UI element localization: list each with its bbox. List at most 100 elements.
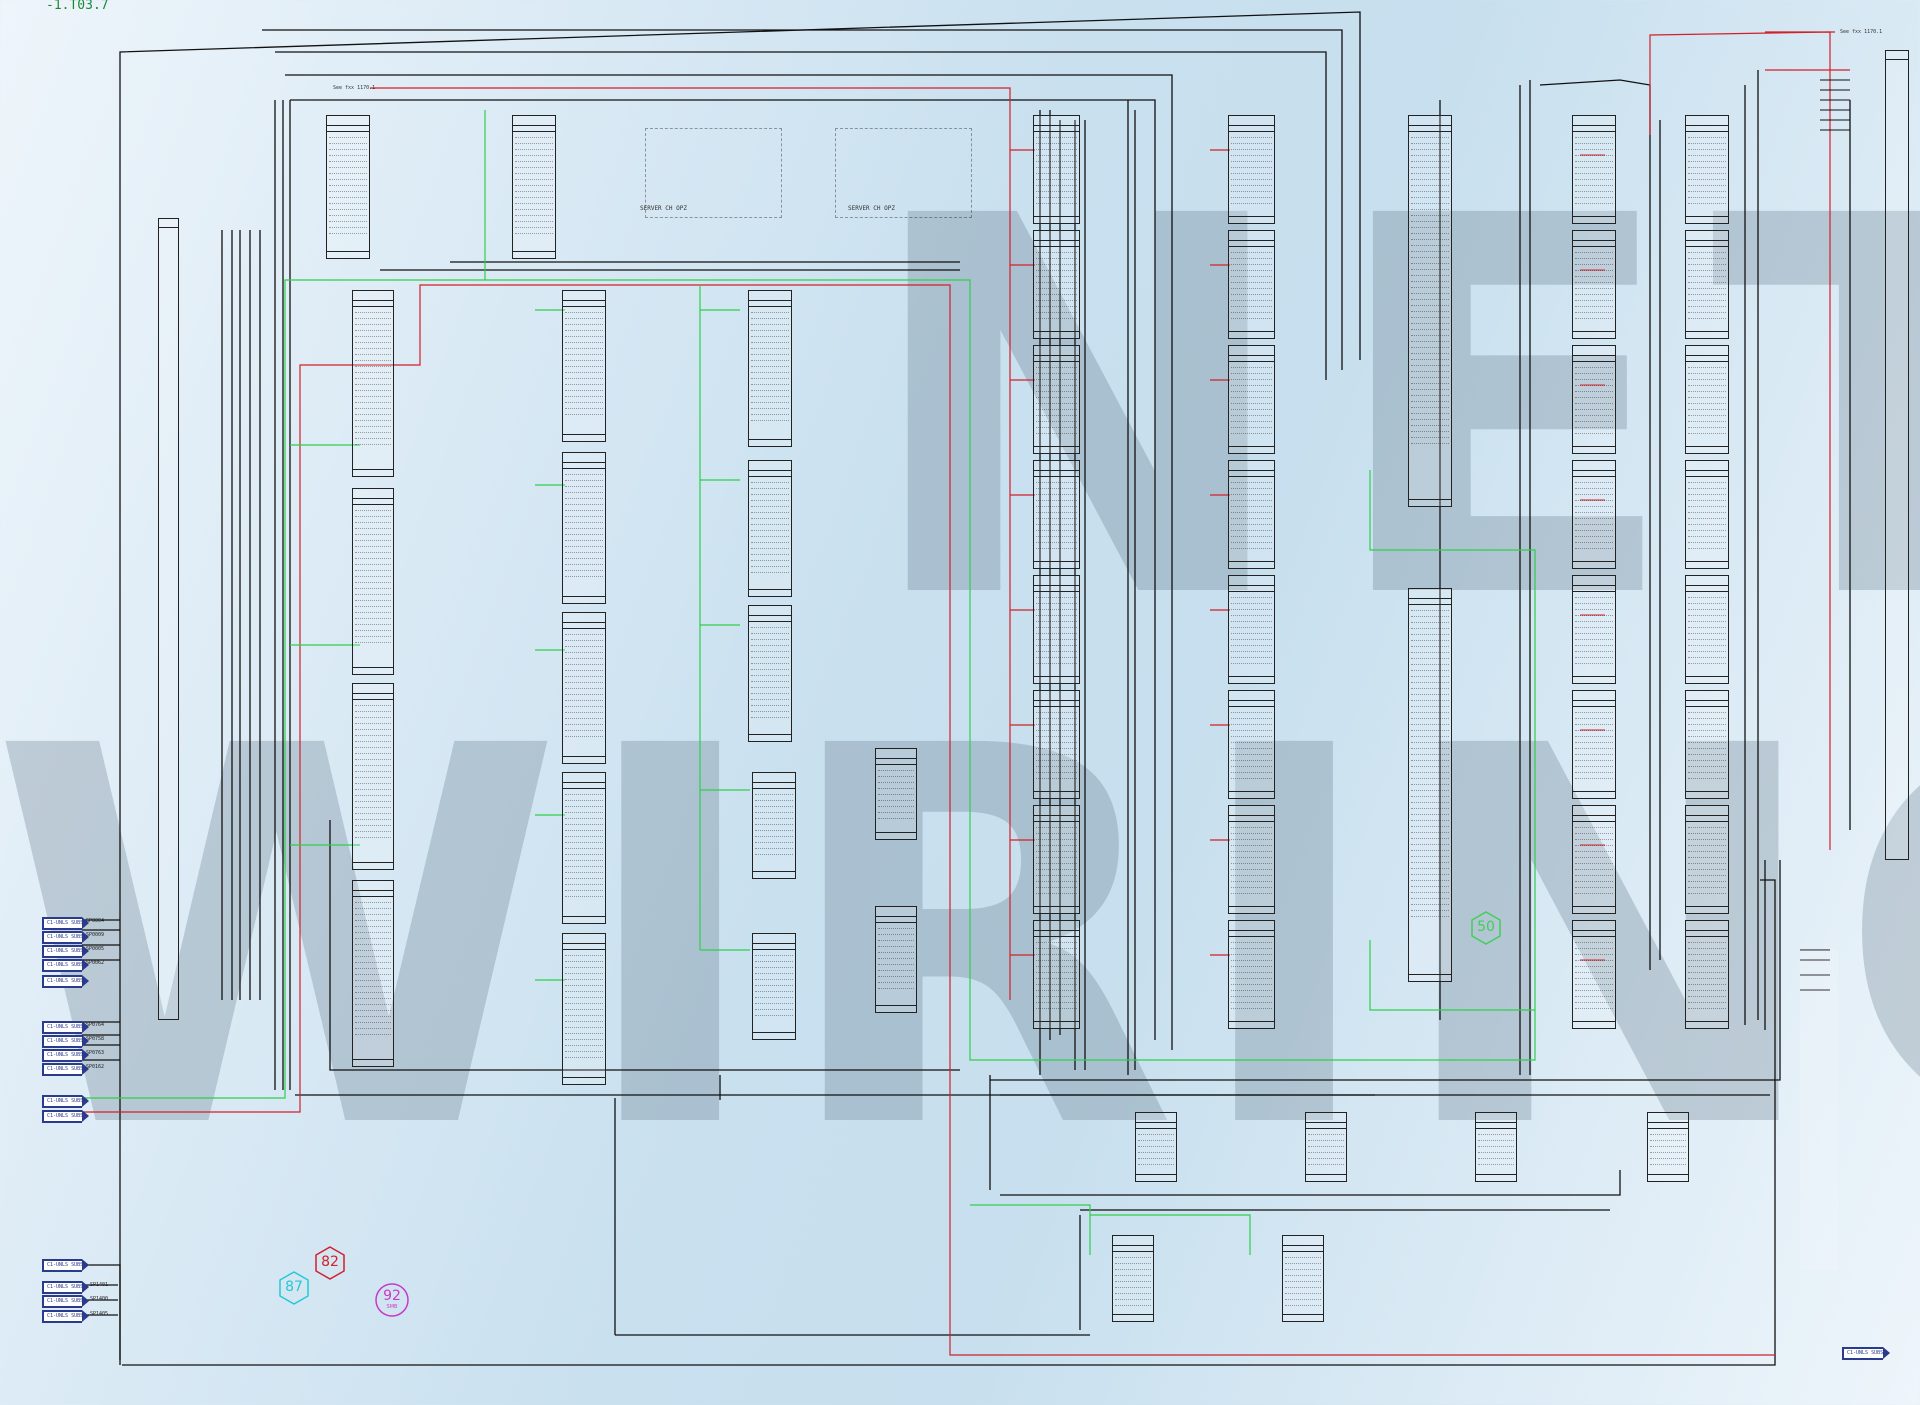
component-block[interactable] (1572, 115, 1616, 224)
component-block[interactable] (1228, 690, 1275, 799)
component-block[interactable] (1033, 460, 1080, 569)
component-row (565, 1052, 603, 1058)
component-block[interactable] (1572, 920, 1616, 1029)
component-block[interactable] (1282, 1235, 1324, 1322)
component-row (1411, 294, 1449, 300)
connector-bottom-left[interactable]: C1-UNLS SUBS (42, 1281, 89, 1294)
component-row (355, 355, 391, 361)
component-block[interactable] (562, 452, 606, 604)
connector-bottom-left[interactable]: C1-UNLS SUBS (42, 1310, 89, 1323)
connector-left[interactable]: C1-UNLS SUBS (42, 1095, 89, 1108)
component-row (1688, 973, 1726, 979)
component-block[interactable] (752, 933, 796, 1040)
component-block[interactable] (1135, 1112, 1177, 1182)
component-block[interactable] (752, 772, 796, 879)
component-row (355, 583, 391, 589)
component-block[interactable] (875, 906, 917, 1013)
component-block[interactable] (1685, 920, 1729, 1029)
component-block[interactable] (562, 772, 606, 924)
component-block[interactable] (1033, 345, 1080, 454)
see-reference-right[interactable]: See fxx 1170.1 (1840, 29, 1883, 35)
component-row (1036, 495, 1077, 501)
connector-left[interactable]: C1-UNLS SUBS (42, 1035, 89, 1048)
component-block[interactable] (748, 460, 792, 597)
terminal-strip-left[interactable] (158, 218, 179, 1020)
component-block[interactable] (1685, 115, 1729, 224)
component-block[interactable] (1685, 575, 1729, 684)
server-panel-1[interactable] (645, 128, 782, 218)
connector-left[interactable]: C1-UNLS SUBS (42, 1110, 89, 1123)
component-block[interactable] (1475, 1112, 1517, 1182)
component-row (1575, 719, 1613, 725)
component-row (515, 210, 553, 216)
component-block[interactable] (748, 290, 792, 447)
component-block[interactable] (1408, 588, 1452, 982)
connector-left[interactable]: C1-UNLS SUBS (42, 1063, 89, 1076)
component-block[interactable] (1572, 805, 1616, 914)
component-block[interactable] (562, 612, 606, 764)
component-block[interactable] (562, 290, 606, 442)
component-row (355, 766, 391, 772)
component-block[interactable] (1685, 805, 1729, 914)
component-row (755, 843, 793, 849)
connector-left[interactable]: C1-UNLS SUBS (42, 975, 89, 988)
component-block[interactable] (1228, 575, 1275, 684)
component-row (355, 415, 391, 421)
connector-left[interactable]: C1-UNLS SUBS (42, 959, 89, 972)
component-row (1115, 1270, 1151, 1276)
component-block[interactable] (1228, 115, 1275, 224)
component-block[interactable] (748, 605, 792, 742)
see-reference-left[interactable]: See fxx 1170.1 (333, 85, 376, 91)
component-block[interactable] (1033, 575, 1080, 684)
component-row (1688, 852, 1726, 858)
component-row (1231, 707, 1272, 713)
component-block[interactable] (1572, 345, 1616, 454)
component-block[interactable] (1033, 920, 1080, 1029)
component-block[interactable] (1112, 1235, 1154, 1322)
component-row (878, 965, 914, 971)
component-block[interactable] (1685, 690, 1729, 799)
component-block[interactable] (352, 488, 394, 675)
component-block[interactable] (1647, 1112, 1689, 1182)
component-block[interactable] (1572, 230, 1616, 339)
connector-left[interactable]: C1-UNLS SUBS (42, 1021, 89, 1034)
component-block[interactable] (1033, 115, 1080, 224)
terminal-strip-right[interactable] (1885, 50, 1909, 860)
component-block[interactable] (875, 748, 917, 840)
component-block[interactable] (1685, 230, 1729, 339)
connector-bottom-left[interactable]: C1-UNLS SUBS (42, 1259, 89, 1272)
component-block[interactable] (326, 115, 370, 259)
component-block[interactable] (1685, 460, 1729, 569)
connector-bottom-left[interactable]: C1-UNLS SUBS (42, 1295, 89, 1308)
component-block[interactable] (1572, 690, 1616, 799)
component-block[interactable] (562, 933, 606, 1085)
component-block[interactable] (1685, 345, 1729, 454)
component-block[interactable] (1408, 115, 1452, 507)
component-row (355, 379, 391, 385)
component-row (1231, 186, 1272, 192)
connector-left[interactable]: C1-UNLS SUBS (42, 931, 89, 944)
component-block[interactable] (1228, 345, 1275, 454)
component-block[interactable] (1228, 805, 1275, 914)
connector-left[interactable]: C1-UNLS SUBS (42, 1049, 89, 1062)
component-block[interactable] (1228, 230, 1275, 339)
component-row (1575, 598, 1613, 604)
component-block[interactable] (1572, 460, 1616, 569)
server-panel-2[interactable] (835, 128, 972, 218)
component-block[interactable] (1228, 920, 1275, 1029)
component-block[interactable] (1305, 1112, 1347, 1182)
component-block[interactable] (1033, 805, 1080, 914)
component-block[interactable] (352, 290, 394, 477)
component-block[interactable] (352, 683, 394, 870)
component-block[interactable] (1033, 230, 1080, 339)
component-block[interactable] (352, 880, 394, 1067)
connector-bottom-right[interactable]: C1-UNLS SUBS (1842, 1347, 1890, 1360)
component-block[interactable] (512, 115, 556, 259)
component-block[interactable] (1033, 690, 1080, 799)
connector-left[interactable]: C1-UNLS SUBS (42, 917, 89, 930)
component-block[interactable] (1228, 460, 1275, 569)
connector-left[interactable]: C1-UNLS SUBS (42, 945, 89, 958)
component-block[interactable] (1572, 575, 1616, 684)
component-row (1231, 876, 1272, 882)
terminal-strip-right-lower[interactable] (1800, 950, 1838, 1270)
